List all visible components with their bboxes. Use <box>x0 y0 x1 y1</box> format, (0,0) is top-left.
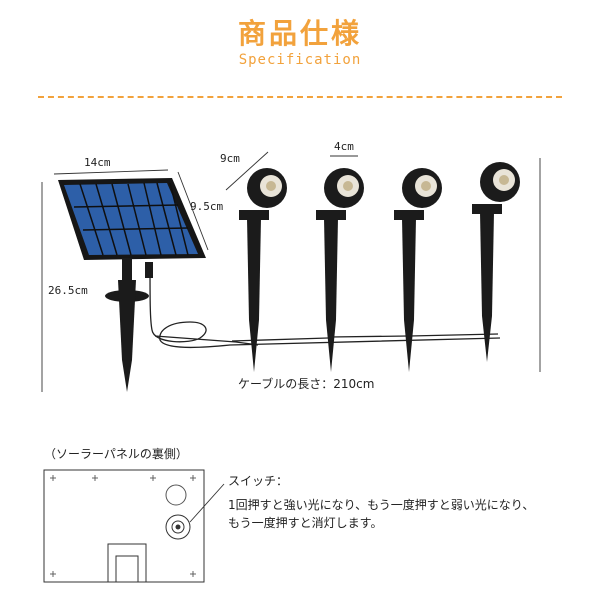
total-height-label: 26.5cm <box>48 284 88 297</box>
spotlight-2 <box>316 168 364 372</box>
spotlight-4 <box>472 162 520 362</box>
panel-height-label: 9.5cm <box>190 200 224 213</box>
switch-description-line-2: もう一度押すと消灯します。 <box>228 516 383 530</box>
section-divider <box>38 96 562 98</box>
panel-back-heading: （ソーラーパネルの裏側） <box>44 447 188 461</box>
cable-length-label: ケーブルの長さ：210cm <box>238 377 375 391</box>
dimension-lines <box>41 151 541 392</box>
spotlights <box>239 162 520 372</box>
page-title: 商品仕様 <box>237 17 362 50</box>
switch-description-line-1: 1回押すと強い光になり、もう一度押すと弱い光になり、 <box>228 498 535 512</box>
cables <box>149 261 501 349</box>
panel-back-drawing <box>43 469 225 583</box>
page-subtitle: Specification <box>238 52 362 68</box>
solar-panel <box>58 178 206 392</box>
light-width-label: 4cm <box>334 140 354 153</box>
light-height-label: 9cm <box>220 152 240 165</box>
spotlight-3 <box>394 168 442 372</box>
panel-width-label: 14cm <box>84 156 111 169</box>
switch-label: スイッチ： <box>228 474 289 488</box>
spotlight-1 <box>239 168 287 372</box>
switch-button <box>165 514 191 540</box>
